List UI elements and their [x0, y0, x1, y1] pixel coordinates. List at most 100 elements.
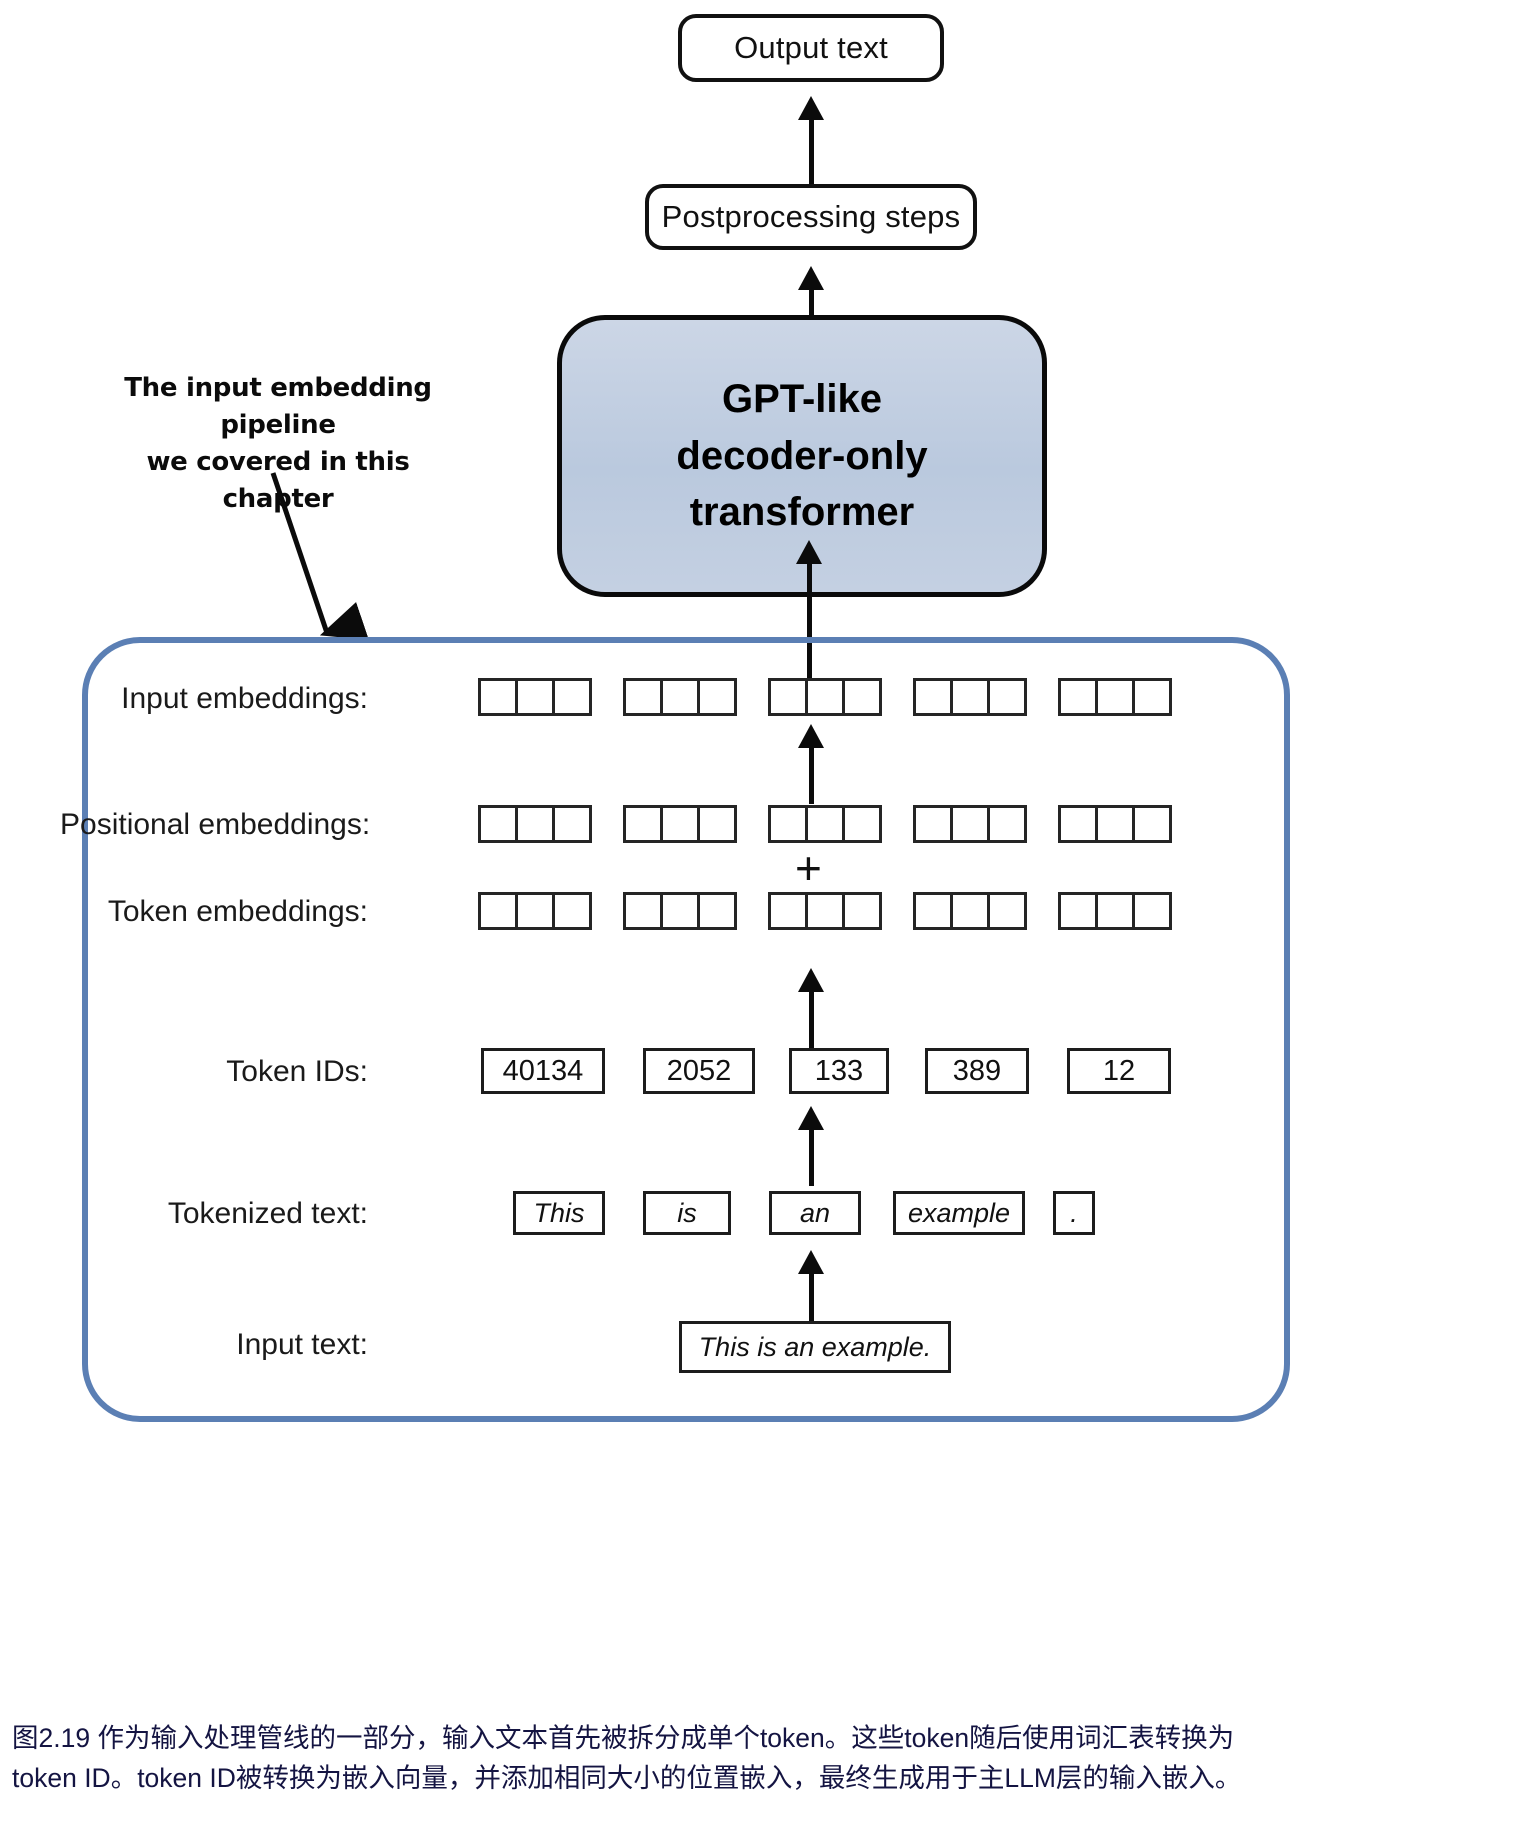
input-text-value: This is an example. [698, 1331, 932, 1362]
embedding-cell [842, 678, 882, 716]
embedding-group [623, 678, 737, 716]
input-embeddings-label: Input embeddings: [121, 682, 368, 715]
embedding-group [1058, 892, 1172, 930]
positional-embeddings-label: Positional embeddings: [60, 808, 371, 841]
embedding-group [478, 678, 592, 716]
model-label-line-3: transformer [689, 490, 915, 535]
embedding-cell [1095, 678, 1135, 716]
input-text-value-box: This is an example. [679, 1321, 951, 1373]
figure-caption: 图2.19 作为输入处理管线的一部分，输入文本首先被拆分成单个token。这些t… [12, 1718, 1508, 1799]
embedding-cell [805, 892, 845, 930]
embedding-cell [987, 892, 1027, 930]
token-id-box: 133 [789, 1048, 889, 1094]
embedding-cell [768, 678, 808, 716]
embedding-cell [1132, 805, 1172, 843]
embedding-cell [913, 892, 953, 930]
embedding-group [768, 678, 882, 716]
model-label-line-1: GPT-like [721, 376, 883, 421]
token-embeddings-cells [478, 892, 1172, 930]
token-box: This [513, 1191, 605, 1235]
embedding-cell [478, 805, 518, 843]
postprocessing-steps-label: Postprocessing steps [661, 199, 961, 234]
token-id-value: 2052 [666, 1054, 732, 1087]
embedding-cell [987, 678, 1027, 716]
embedding-group [478, 892, 592, 930]
embedding-cell [1058, 892, 1098, 930]
input-text-label: Input text: [236, 1328, 368, 1361]
embedding-cell [478, 678, 518, 716]
model-label-line-2: decoder-only [676, 433, 928, 478]
embedding-group [913, 892, 1027, 930]
token-id-value: 12 [1102, 1054, 1136, 1087]
embedding-cell [768, 892, 808, 930]
input-embedding-pipeline-container [82, 637, 1290, 1422]
token-id-box: 2052 [643, 1048, 755, 1094]
embedding-cell [697, 805, 737, 843]
token-value: an [799, 1197, 831, 1228]
token-id-value: 389 [952, 1054, 1002, 1087]
token-id-box: 12 [1067, 1048, 1171, 1094]
token-id-value: 133 [814, 1054, 864, 1087]
token-value: is [677, 1197, 697, 1228]
token-id-value: 40134 [502, 1054, 584, 1087]
gpt-decoder-transformer-label: GPT-like decoder-only transformer [676, 371, 927, 541]
embedding-group [768, 805, 882, 843]
embedding-cell [987, 805, 1027, 843]
embedding-cell [515, 678, 555, 716]
embedding-cell [1132, 678, 1172, 716]
embedding-cell [805, 805, 845, 843]
output-text-box: Output text [678, 14, 944, 82]
embedding-cell [478, 892, 518, 930]
embedding-group [768, 892, 882, 930]
embedding-group [623, 892, 737, 930]
embedding-cell [515, 892, 555, 930]
caption-line-1: 图2.19 作为输入处理管线的一部分，输入文本首先被拆分成单个token。这些t… [12, 1723, 1235, 1753]
embedding-cell [950, 805, 990, 843]
embedding-cell [913, 678, 953, 716]
embedding-group [1058, 805, 1172, 843]
embedding-cell [950, 892, 990, 930]
output-text-label: Output text [734, 30, 888, 65]
embedding-cell [660, 892, 700, 930]
token-box: example [893, 1191, 1025, 1235]
embedding-group [478, 805, 592, 843]
embedding-cell [1095, 805, 1135, 843]
embedding-cell [1095, 892, 1135, 930]
embedding-cell [950, 678, 990, 716]
embedding-cell [842, 892, 882, 930]
embedding-cell [515, 805, 555, 843]
tokenized-text-label: Tokenized text: [167, 1197, 368, 1230]
embedding-cell [697, 892, 737, 930]
embedding-cell [697, 678, 737, 716]
embedding-cell [623, 678, 663, 716]
token-box: . [1053, 1191, 1095, 1235]
token-box: is [643, 1191, 731, 1235]
token-value: . [1070, 1197, 1078, 1228]
token-id-box: 389 [925, 1048, 1029, 1094]
embedding-cell [552, 805, 592, 843]
annotation-line-1: The input embedding pipeline [124, 373, 432, 440]
embedding-cell [1058, 678, 1098, 716]
embedding-cell [552, 678, 592, 716]
embedding-cell [660, 678, 700, 716]
annotation-leader-arrow-icon [270, 472, 369, 640]
input-embeddings-cells [478, 678, 1172, 716]
token-box: an [769, 1191, 861, 1235]
embedding-cell [1058, 805, 1098, 843]
token-embeddings-label: Token embeddings: [107, 895, 368, 928]
token-ids-boxes: 40134 2052 133 389 12 [481, 1048, 1171, 1094]
plus-operator: + [795, 842, 822, 894]
embedding-cell [768, 805, 808, 843]
embedding-cell [623, 892, 663, 930]
token-value: example [907, 1197, 1011, 1228]
embedding-cell [1132, 892, 1172, 930]
embedding-cell [842, 805, 882, 843]
caption-line-2: token ID。token ID被转换为嵌入向量，并添加相同大小的位置嵌入，最… [12, 1763, 1242, 1794]
embedding-group [1058, 678, 1172, 716]
tokenized-text-boxes: This is an example. [513, 1191, 1095, 1235]
postprocessing-steps-box: Postprocessing steps [645, 184, 977, 250]
token-ids-label: Token IDs: [226, 1055, 368, 1088]
embedding-cell [805, 678, 845, 716]
embedding-group [913, 805, 1027, 843]
token-id-box: 40134 [481, 1048, 605, 1094]
